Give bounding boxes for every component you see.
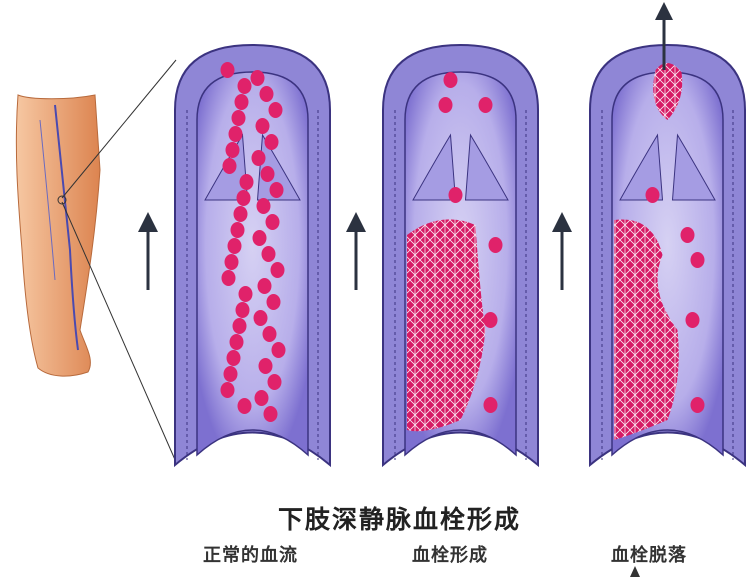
red-blood-cell [225, 142, 240, 158]
red-blood-cell [478, 97, 493, 113]
red-blood-cell [253, 310, 268, 326]
red-blood-cell [233, 206, 248, 222]
thrombus [407, 219, 486, 432]
red-blood-cell [259, 86, 274, 102]
red-blood-cell [263, 406, 278, 422]
red-blood-cell [224, 254, 239, 270]
red-blood-cell [261, 246, 276, 262]
diagram-title: 下肢深静脉血栓形成 [278, 505, 522, 534]
red-blood-cell [234, 94, 249, 110]
red-blood-cell [270, 262, 285, 278]
red-blood-cell [229, 334, 244, 350]
red-blood-cell [238, 286, 253, 302]
red-blood-cell [252, 230, 267, 246]
vein-normal-flow [174, 43, 331, 468]
red-blood-cell [680, 227, 695, 243]
red-blood-cell [483, 397, 498, 413]
red-blood-cell [250, 70, 265, 86]
thrombus [614, 219, 679, 440]
red-blood-cell [690, 397, 705, 413]
panel-label-normal: 正常的血流 [203, 545, 298, 566]
red-blood-cell [226, 350, 241, 366]
red-blood-cell [448, 187, 463, 203]
vein-thrombus-formation [382, 43, 539, 468]
valve-leaflet [464, 133, 509, 201]
flow-arrow-icon [346, 212, 366, 290]
red-blood-cell [438, 97, 453, 113]
zoom-line [61, 59, 177, 199]
red-blood-cell [227, 238, 242, 254]
red-blood-cell [222, 158, 237, 174]
valve-leaflet [671, 133, 716, 201]
red-blood-cell [685, 312, 700, 328]
red-blood-cell [237, 398, 252, 414]
red-blood-cell [235, 302, 250, 318]
red-blood-cell [223, 366, 238, 382]
red-blood-cell [443, 72, 458, 88]
red-blood-cell [228, 126, 243, 142]
red-blood-cell [690, 252, 705, 268]
red-blood-cell [220, 382, 235, 398]
red-blood-cell [266, 294, 281, 310]
red-blood-cell [255, 118, 270, 134]
valve-leaflet [619, 133, 664, 201]
leg-illustration [15, 94, 101, 377]
zoom-line [61, 201, 177, 463]
red-blood-cell [268, 102, 283, 118]
red-blood-cell [220, 62, 235, 78]
red-blood-cell [236, 190, 251, 206]
red-blood-cell [251, 150, 266, 166]
red-blood-cell [260, 166, 275, 182]
panel-label-embolism: 血栓脱落 [611, 545, 687, 566]
flow-arrow-icon [138, 212, 158, 290]
red-blood-cell [254, 390, 269, 406]
red-blood-cell [265, 214, 280, 230]
vein-thrombus-detachment [589, 43, 746, 468]
red-blood-cell [483, 312, 498, 328]
flow-arrow-icon [552, 212, 572, 290]
red-blood-cell [230, 222, 245, 238]
red-blood-cell [264, 134, 279, 150]
red-blood-cell [488, 237, 503, 253]
red-blood-cell [221, 270, 236, 286]
embolus-arrow-icon [655, 2, 673, 70]
red-blood-cell [645, 187, 660, 203]
red-blood-cell [258, 358, 273, 374]
red-blood-cell [237, 78, 252, 94]
embolus [653, 62, 683, 120]
valve-leaflet [256, 133, 301, 201]
panel-label-thrombus: 血栓形成 [412, 545, 488, 566]
red-blood-cell [232, 318, 247, 334]
red-blood-cell [256, 198, 271, 214]
red-blood-cell [267, 374, 282, 390]
red-blood-cell [269, 182, 284, 198]
red-blood-cell [271, 342, 286, 358]
valve-leaflet [412, 133, 457, 201]
red-blood-cell [231, 110, 246, 126]
red-blood-cell [257, 278, 272, 294]
red-blood-cell [262, 326, 277, 342]
red-blood-cell [239, 174, 254, 190]
